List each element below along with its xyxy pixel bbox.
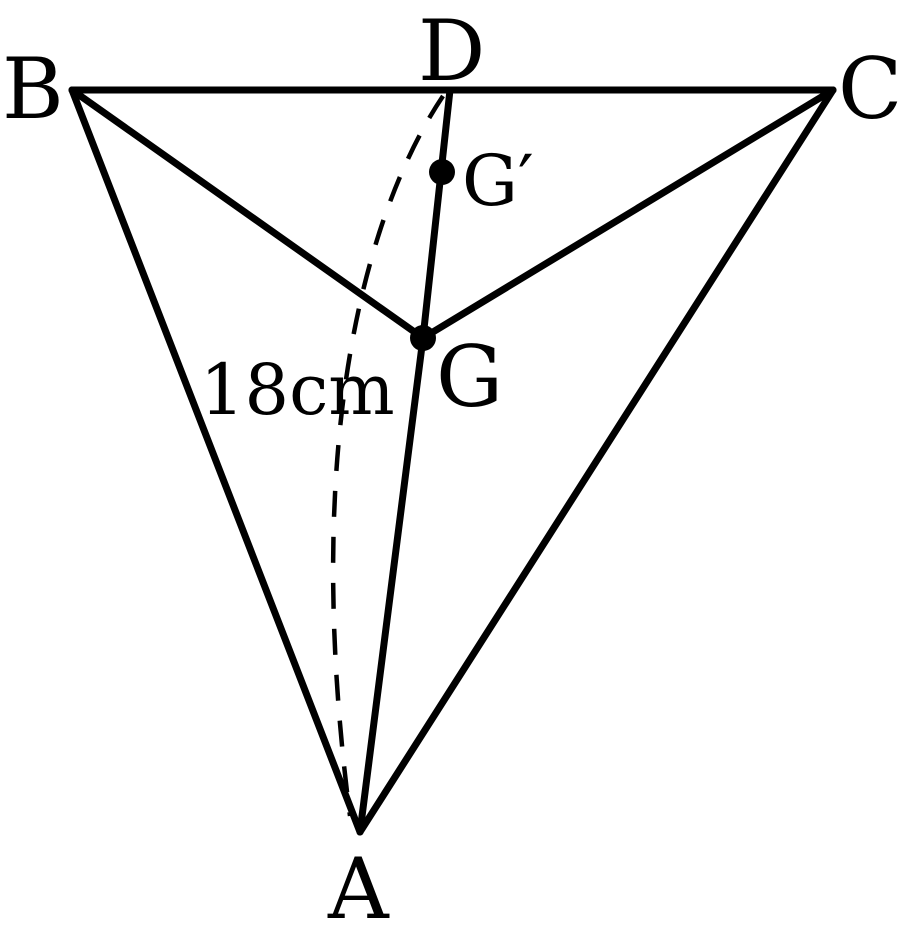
- edge-cg: [419, 86, 837, 342]
- point-g: [410, 325, 436, 351]
- edge-gd: [419, 86, 454, 342]
- edge-ac: [356, 86, 837, 836]
- edge-ag: [356, 334, 427, 836]
- label-b: B: [2, 40, 64, 138]
- label-g-prime: G′: [462, 140, 534, 222]
- label-length: 18cm: [200, 349, 395, 431]
- point-g-prime: [429, 159, 455, 185]
- label-d: D: [418, 2, 485, 100]
- edge-bg: [68, 86, 427, 342]
- length-arc: [330, 94, 445, 817]
- label-c: C: [838, 40, 902, 138]
- edge-ab: [68, 86, 364, 836]
- label-a: A: [327, 840, 390, 938]
- label-g: G: [436, 328, 503, 426]
